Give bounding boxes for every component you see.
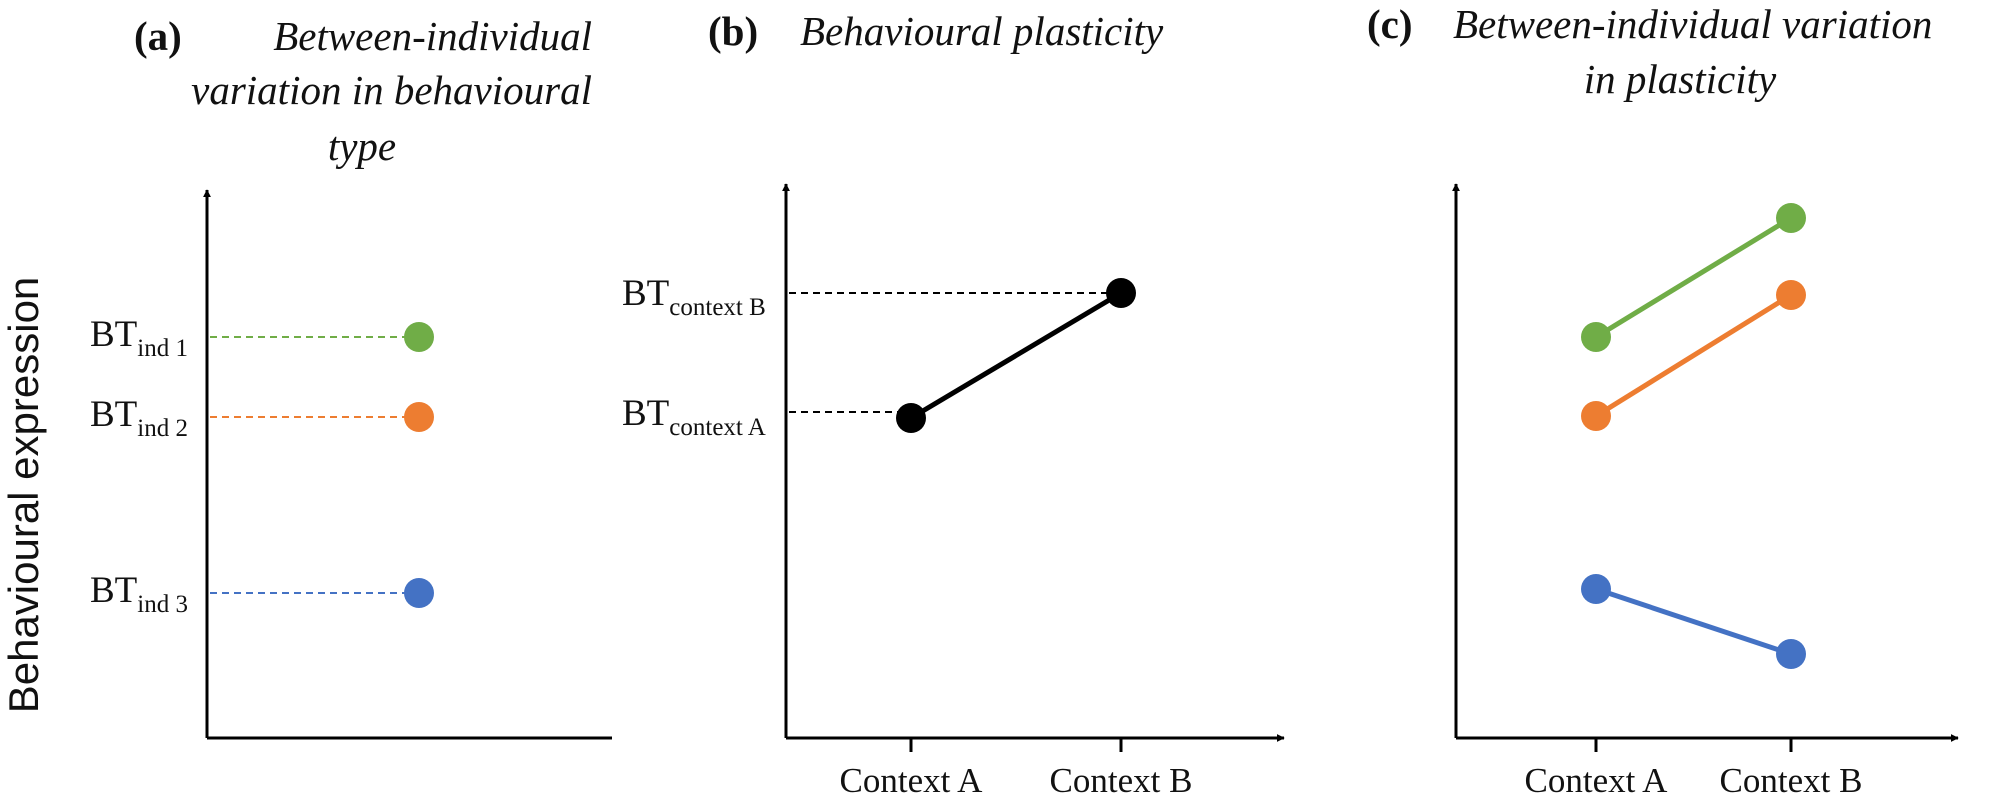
panel-b: (b) Behavioural plasticity BTcontext B B… [622,8,1285,797]
panel-a-point-ind3 [404,578,434,608]
panel-c-point-ind2-context-b [1776,280,1806,310]
panel-b-title: Behavioural plasticity [800,8,1164,54]
panel-c-label: (c) [1367,1,1413,47]
panel-a-bt-ind3: BTind 3 [90,570,188,618]
panel-c-xtick-context-b: Context B [1720,761,1863,797]
panel-a-point-ind2 [404,402,434,432]
panel-a-point-ind1 [404,322,434,352]
panel-b-point-context-a [896,403,926,433]
panel-c-point-ind3-context-a [1581,574,1611,604]
panel-c: (c) Between-individual variation in plas… [1367,1,1959,797]
panel-b-bt-context-a: BTcontext A [622,393,766,441]
panel-a-bt-ind1: BTind 1 [90,314,188,362]
panel-a-bt-ind2: BTind 2 [90,394,188,442]
panel-c-point-ind1-context-b [1776,203,1806,233]
panel-a-title-line-3: type [328,123,396,169]
panel-b-xtick-context-a: Context A [840,761,984,797]
panel-a-title-line-1: Between-individual [273,13,592,59]
panel-a-label: (a) [134,13,182,59]
panel-c-title-line-2: in plasticity [1584,56,1777,102]
panel-c-line-ind3 [1595,586,1792,657]
panel-a-title-line-2: variation in behavioural [191,67,592,113]
panel-a: (a) Between-individual variation in beha… [90,13,612,740]
panel-c-point-ind3-context-b [1776,639,1806,669]
panel-b-bt-context-b: BTcontext B [622,273,766,321]
panel-c-line-ind1 [1594,215,1793,340]
panel-b-point-context-b [1106,278,1136,308]
panel-c-title-line-1: Between-individual variation [1453,1,1932,47]
panel-b-label: (b) [708,8,758,54]
panel-c-xtick-context-a: Context A [1525,761,1669,797]
y-axis-label: Behavioural expression [0,277,47,714]
panel-b-plasticity-line [909,290,1123,421]
panel-b-xtick-context-b: Context B [1050,761,1193,797]
panel-c-point-ind1-context-a [1581,322,1611,352]
panel-c-point-ind2-context-a [1581,401,1611,431]
panel-c-line-ind2 [1594,292,1793,419]
